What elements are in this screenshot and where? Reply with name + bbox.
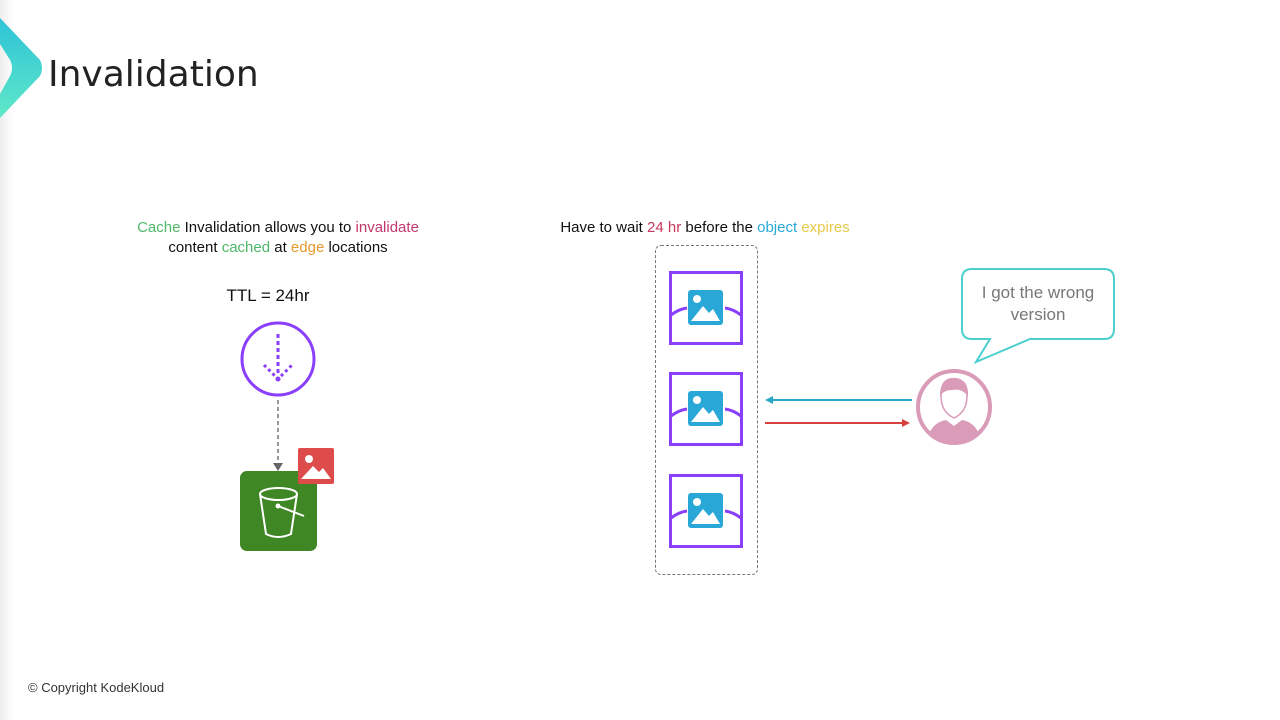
wait-description: Have to wait 24 hr before the object exp… bbox=[530, 218, 880, 238]
ttl-label: TTL = 24hr bbox=[226, 286, 310, 305]
kodekloud-logo-chevron bbox=[0, 18, 42, 118]
image-object-icon bbox=[298, 448, 334, 484]
edge-location-icon bbox=[669, 271, 743, 345]
edge-location-icon bbox=[669, 474, 743, 548]
copyright-footer: © Copyright KodeKloud bbox=[28, 680, 165, 695]
text-segment: Invalidation allows you to bbox=[180, 219, 356, 236]
origin-flow bbox=[240, 321, 334, 551]
slide-edge-shadow bbox=[0, 0, 14, 720]
text-segment: locations bbox=[324, 239, 388, 256]
text-segment: expires bbox=[801, 219, 850, 236]
bubble-line-2: version bbox=[1010, 305, 1066, 324]
edge-location-icon bbox=[669, 372, 743, 446]
description-line-1: Cache Invalidation allows you to invalid… bbox=[100, 218, 456, 238]
text-segment: before the bbox=[681, 219, 758, 236]
page-title: Invalidation bbox=[48, 54, 259, 95]
text-segment: object bbox=[757, 219, 798, 236]
user-avatar-icon bbox=[916, 369, 992, 445]
speech-bubble bbox=[961, 268, 1115, 365]
text-segment: 24 hr bbox=[647, 219, 682, 236]
text-segment: invalidate bbox=[355, 219, 419, 236]
text-segment: cached bbox=[221, 239, 271, 256]
text-segment: Cache bbox=[137, 219, 181, 236]
request-arrows bbox=[765, 396, 912, 427]
cache-invalidation-description: Cache Invalidation allows you to invalid… bbox=[100, 218, 456, 258]
text-segment: edge bbox=[290, 239, 325, 256]
edge-locations-group bbox=[655, 245, 758, 575]
text-segment: at bbox=[270, 239, 291, 256]
wait-line: Have to wait 24 hr before the object exp… bbox=[530, 218, 880, 238]
bubble-line-1: I got the wrong bbox=[981, 283, 1095, 302]
text-segment: Have to wait bbox=[560, 219, 648, 236]
cloudfront-download-icon bbox=[240, 321, 316, 397]
text-segment: content bbox=[168, 239, 222, 256]
s3-bucket-icon bbox=[240, 471, 317, 551]
description-line-2: content cached at edge locations bbox=[100, 238, 456, 258]
speech-bubble-text: I got the wrong version bbox=[962, 282, 1114, 326]
